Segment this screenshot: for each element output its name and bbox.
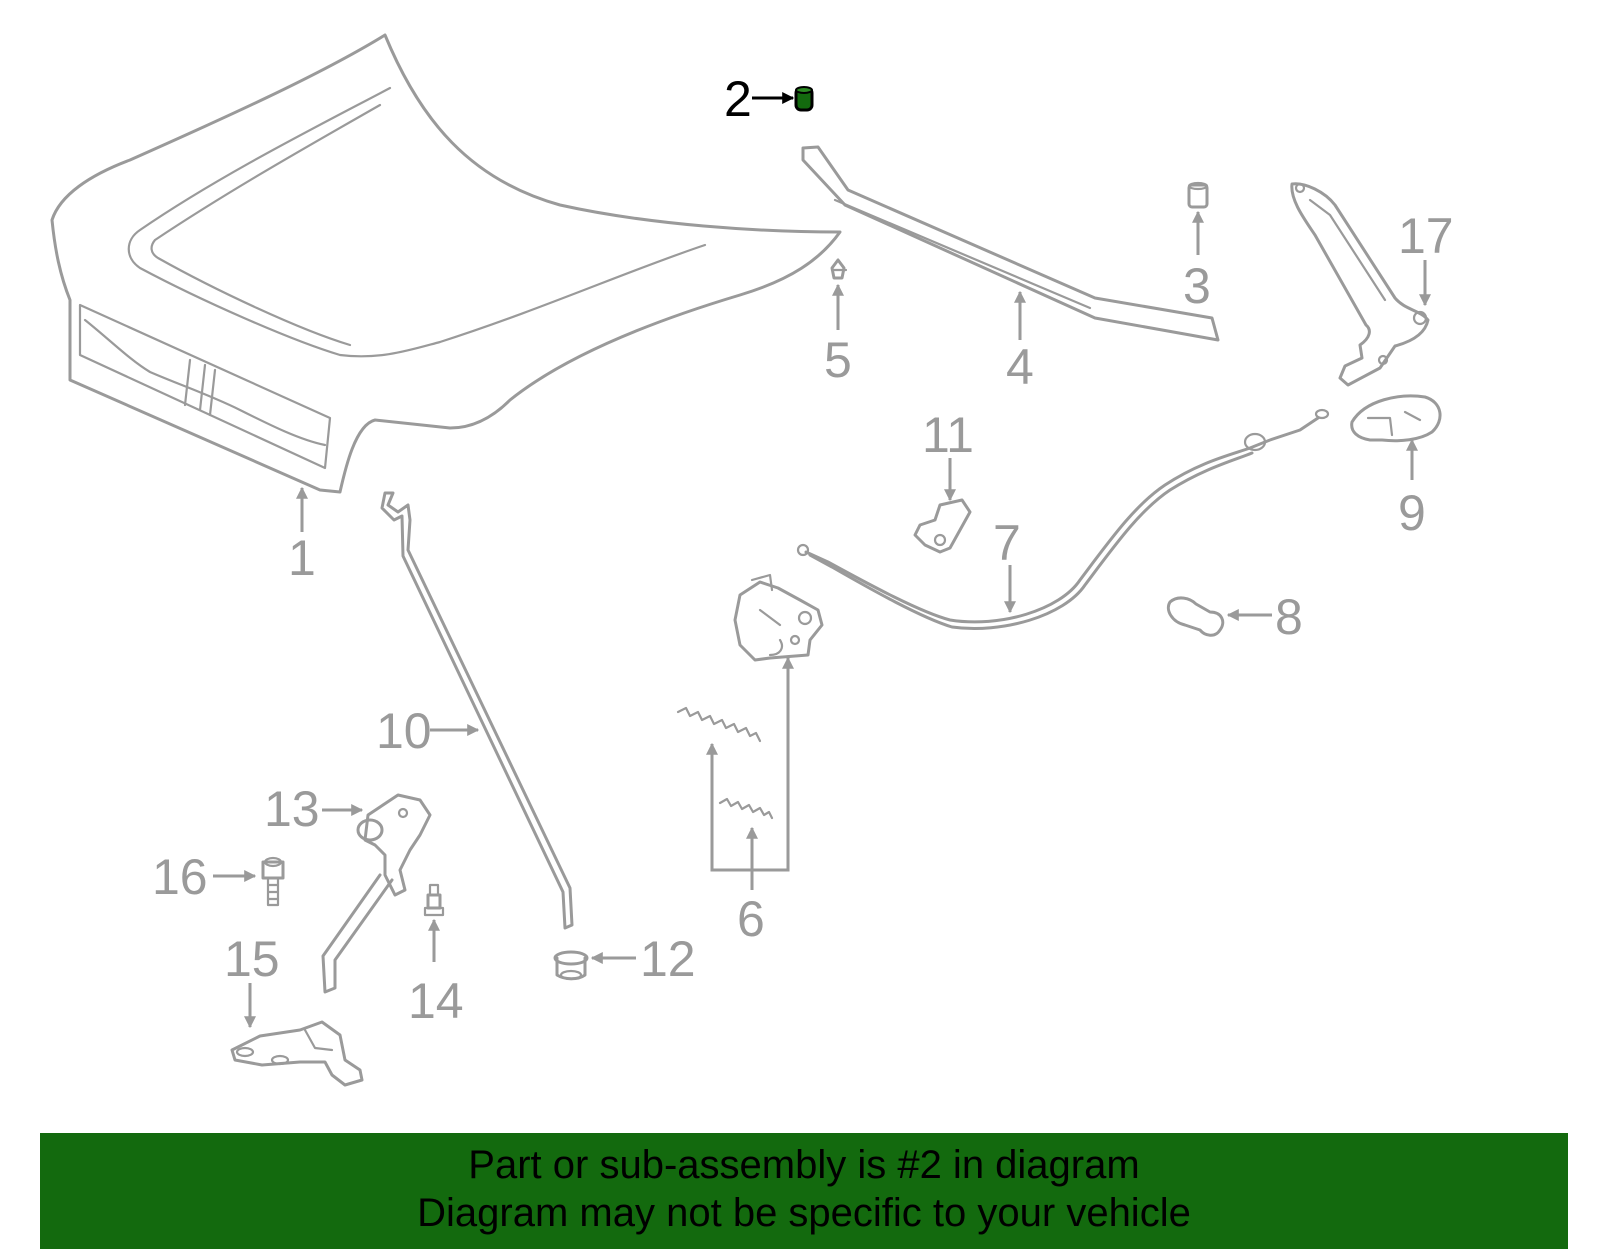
callout-10: 10 [376, 703, 432, 759]
part-7-release-cable[interactable] [796, 408, 1330, 630]
callout-2: 2 [724, 71, 752, 127]
callout-13: 13 [264, 781, 320, 837]
banner-line-disclaimer: Diagram may not be specific to your vehi… [417, 1191, 1191, 1235]
callout-7: 7 [993, 515, 1021, 571]
info-banner: Part or sub-assembly is #2 in diagram Di… [40, 1133, 1568, 1249]
part-4-seal-strip[interactable] [801, 145, 1220, 342]
callout-14: 14 [408, 973, 464, 1029]
callout-17: 17 [1398, 208, 1454, 264]
part-9-release-handle[interactable] [1350, 394, 1442, 443]
part-6-hood-latch[interactable] [733, 573, 824, 662]
callout-11: 11 [922, 407, 974, 463]
callout-9: 9 [1398, 485, 1426, 541]
leader-arrows [213, 92, 1431, 1029]
part-2-bumper-stop[interactable] [794, 86, 814, 112]
part-11-cable-guide[interactable] [913, 498, 972, 554]
callout-3: 3 [1183, 258, 1211, 314]
part-8-clip[interactable] [1166, 596, 1225, 637]
part-10-prop-rod[interactable] [380, 491, 574, 930]
callout-6: 6 [737, 891, 765, 947]
part-13-rod-holder[interactable] [321, 793, 432, 994]
part-3-plug[interactable] [1187, 181, 1209, 209]
part-15-bracket[interactable] [230, 1020, 364, 1087]
part-6-spring-short[interactable] [718, 797, 774, 820]
part-6-spring-long[interactable] [676, 706, 762, 743]
callout-12: 12 [640, 931, 696, 987]
banner-line-part: Part or sub-assembly is #2 in diagram [468, 1143, 1140, 1187]
callout-5: 5 [824, 332, 852, 388]
part-14-bolt[interactable] [423, 883, 445, 917]
callout-4: 4 [1006, 339, 1034, 395]
part-16-bolt[interactable] [261, 856, 285, 907]
part-1-hood[interactable] [50, 33, 842, 494]
part-5-clip[interactable] [830, 258, 848, 280]
callout-15: 15 [224, 931, 280, 987]
part-17-hinge[interactable] [1290, 182, 1430, 387]
callout-8: 8 [1275, 589, 1303, 645]
callout-1: 1 [288, 530, 316, 586]
parts-diagram: 1 2 3 4 5 6 7 8 9 10 11 12 13 14 15 16 1… [50, 33, 1454, 1087]
part-12-grommet[interactable] [553, 950, 589, 981]
callout-16: 16 [152, 849, 208, 905]
